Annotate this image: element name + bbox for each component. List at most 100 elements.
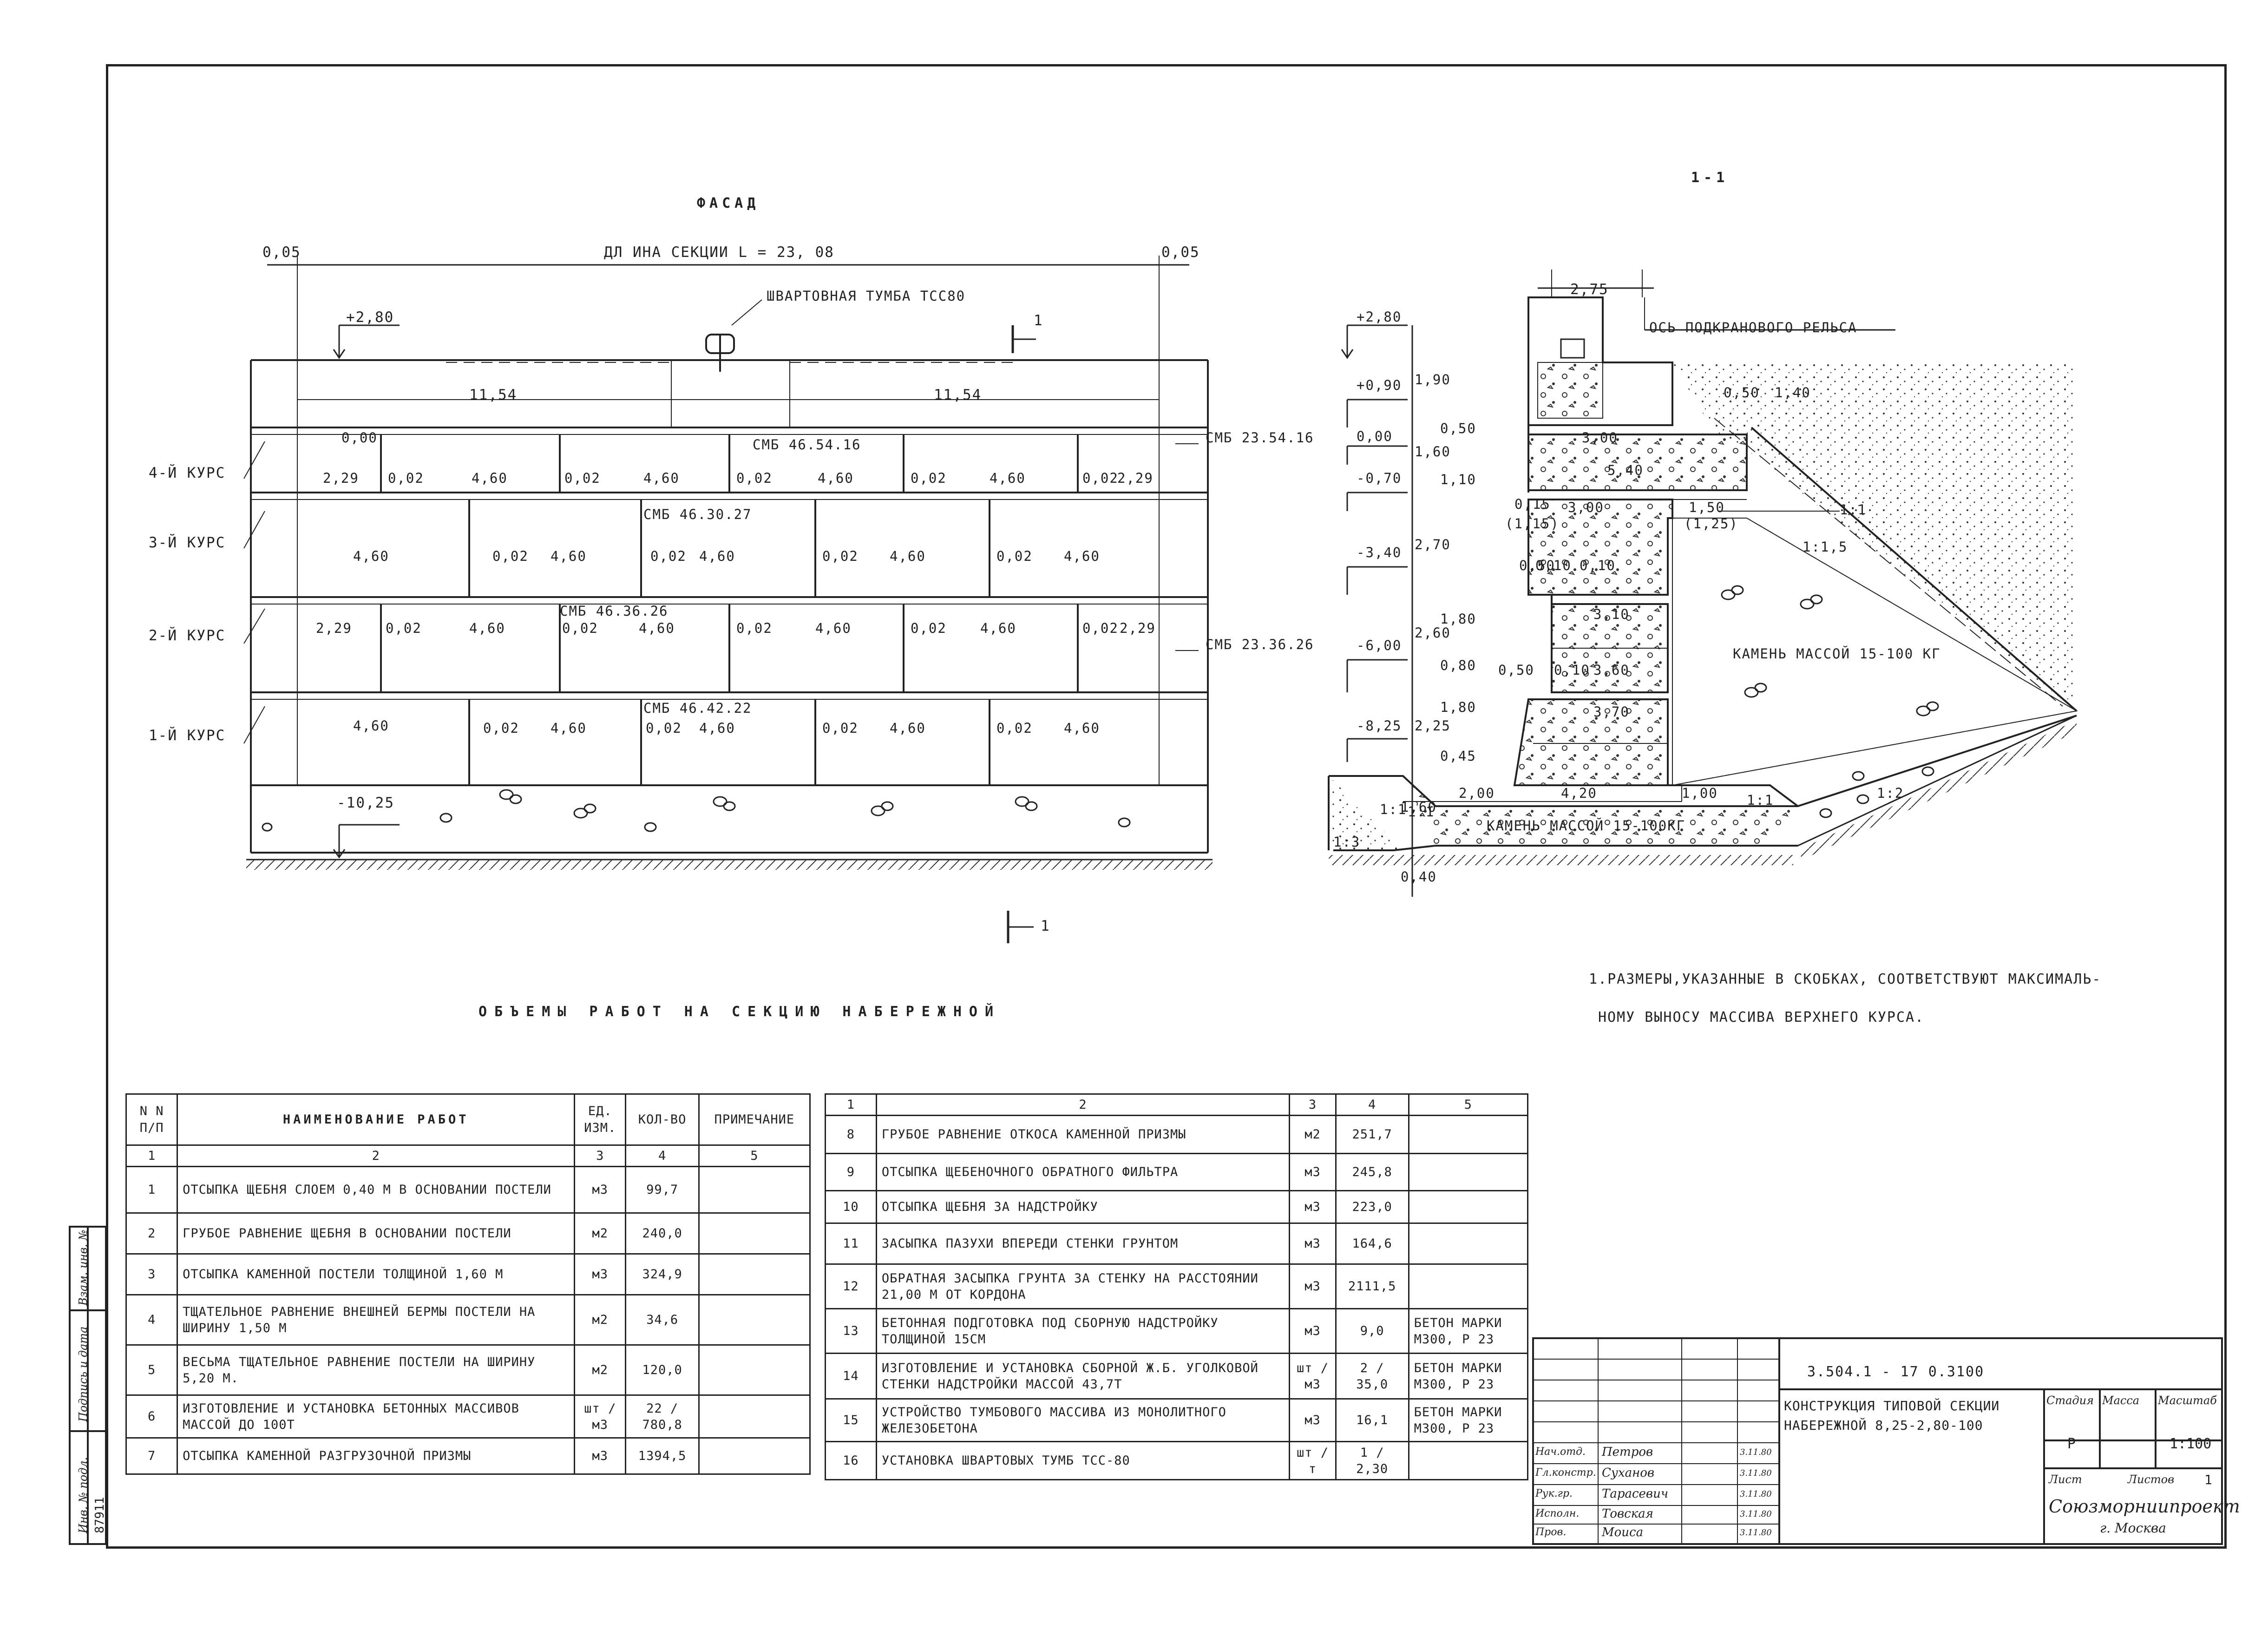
signer-role: Гл.констр. <box>1535 1467 1596 1479</box>
sheets-header: Листов <box>2128 1473 2175 1486</box>
work-qty: 164,6 <box>1335 1222 1409 1265</box>
bollard-label: ШВАРТОВНАЯ ТУМБА ТСС80 <box>767 288 966 304</box>
work-note <box>698 1166 811 1214</box>
work-unit: шт / м3 <box>574 1394 627 1439</box>
col-number: 2 <box>875 1093 1291 1117</box>
section-vdim: 2,25 <box>1415 718 1451 734</box>
row-number: 15 <box>825 1398 877 1443</box>
row2-dim: 0,02 <box>386 620 422 636</box>
table-row: 15 УСТРОЙСТВО ТУМБОВОГО МАССИВА ИЗ МОНОЛ… <box>825 1398 1529 1443</box>
top-segment-2: 11,54 <box>934 387 982 403</box>
work-name: ГРУБОЕ РАВНЕНИЕ ЩЕБНЯ В ОСНОВАНИИ ПОСТЕЛ… <box>177 1212 576 1255</box>
table-row: 12 ОБРАТНАЯ ЗАСЫПКА ГРУНТА ЗА СТЕНКУ НА … <box>825 1263 1529 1310</box>
level-top: +2,80 <box>346 309 394 326</box>
work-note: БЕТОН МАРКИ М300, Р 23 <box>1408 1398 1529 1443</box>
section-level: -0,70 <box>1357 470 1402 486</box>
col-number: 1 <box>825 1093 877 1117</box>
margin-left: 0,05 <box>262 244 301 261</box>
section-vdim: 2,60 <box>1415 625 1451 641</box>
work-note <box>1408 1222 1529 1265</box>
side-stamp-exchange: Взам. инв. № <box>77 1229 90 1306</box>
table-row: 6 ИЗГОТОВЛЕНИЕ И УСТАНОВКА БЕТОННЫХ МАСС… <box>125 1394 811 1439</box>
section-block-offset: 0,10 <box>1580 558 1616 573</box>
section-title: 1-1 <box>1691 170 1729 186</box>
work-unit: м3 <box>1289 1398 1337 1443</box>
work-qty: 324,9 <box>625 1253 700 1296</box>
table-row: 3 ОТСЫПКА КАМЕННОЙ ПОСТЕЛИ ТОЛЩИНОЙ 1,60… <box>125 1253 811 1296</box>
section-level: +0,90 <box>1357 377 1402 393</box>
work-qty: 2111,5 <box>1335 1263 1409 1310</box>
work-qty: 2 / 35,0 <box>1335 1353 1409 1400</box>
slope-label: 1:1 <box>1747 792 1774 808</box>
row2-dim: 0,02 <box>911 620 947 636</box>
stage-value: Р <box>2067 1436 2076 1452</box>
column-number-row: 1 2 3 4 5 <box>125 1144 811 1168</box>
col-number: 3 <box>1289 1093 1337 1117</box>
header-cell: N N П/П <box>125 1093 178 1146</box>
col-number: 5 <box>698 1144 811 1168</box>
row4-dim: 0,02 <box>911 470 947 486</box>
table-row: 2 ГРУБОЕ РАВНЕНИЕ ЩЕБНЯ В ОСНОВАНИИ ПОСТ… <box>125 1212 811 1255</box>
work-name: БЕТОННАЯ ПОДГОТОВКА ПОД СБОРНУЮ НАДСТРОЙ… <box>875 1308 1291 1354</box>
work-note: БЕТОН МАРКИ М300, Р 23 <box>1408 1353 1529 1400</box>
slope-label: 1:1 <box>1380 802 1407 817</box>
row2-dim: 4,60 <box>980 620 1016 636</box>
row2-dim: 4,60 <box>815 620 852 636</box>
section-level: -6,00 <box>1357 638 1402 653</box>
work-note <box>1408 1153 1529 1192</box>
row4-dim: 0,02 <box>1082 470 1119 486</box>
sheet-header: Лист <box>2049 1473 2082 1486</box>
section-left-dim: 0,50 <box>1498 662 1534 678</box>
work-unit: шт / м3 <box>1289 1353 1337 1400</box>
signer-date: 3.11.80 <box>1740 1468 1772 1478</box>
table-row: 14 ИЗГОТОВЛЕНИЕ И УСТАНОВКА СБОРНОЙ Ж.Б.… <box>825 1353 1529 1400</box>
work-unit: м3 <box>1289 1153 1337 1192</box>
block-1-label: СМБ 46.42.22 <box>643 700 752 716</box>
work-unit: м3 <box>1289 1308 1337 1354</box>
work-unit: м2 <box>574 1212 627 1255</box>
work-name: УСТАНОВКА ШВАРТОВЫХ ТУМБ ТСС-80 <box>875 1441 1291 1481</box>
note-line-2: НОМУ ВЫНОСУ МАССИВА ВЕРХНЕГО КУРСА. <box>1598 1009 1925 1025</box>
work-name: ВЕСЬМА ТЩАТЕЛЬНОЕ РАВНЕНИЕ ПОСТЕЛИ НА ШИ… <box>177 1344 576 1396</box>
row3-dim: 0,02 <box>650 548 687 564</box>
col-number: 1 <box>125 1144 178 1168</box>
col-number: 5 <box>1408 1093 1529 1117</box>
work-note <box>698 1294 811 1346</box>
section-bottom-dim: 2,00 <box>1459 785 1495 801</box>
work-qty: 34,6 <box>625 1294 700 1346</box>
section-top-width: 2,75 <box>1570 281 1609 298</box>
row-number: 9 <box>825 1153 877 1192</box>
signer-name: Тарасевич <box>1602 1487 1668 1501</box>
row3-dim: 4,60 <box>699 548 735 564</box>
header-cell: ПРИМЕЧАНИЕ <box>698 1093 811 1146</box>
signer-name: Суханов <box>1602 1466 1655 1480</box>
work-note <box>698 1253 811 1296</box>
drawing-title: КОНСТРУКЦИЯ ТИПОВОЙ СЕКЦИИ НАБЕРЕЖНОЙ 8,… <box>1784 1398 2000 1433</box>
block-side-lower: СМБ 23.36.26 <box>1206 637 1314 652</box>
signer-date: 3.11.80 <box>1740 1489 1772 1499</box>
works-table-right: 1 2 3 4 5 8 ГРУБОЕ РАВНЕНИЕ ОТКОСА КАМЕН… <box>825 1093 1529 1481</box>
col-number: 4 <box>625 1144 700 1168</box>
work-name: ОТСЫПКА ЩЕБНЯ ЗА НАДСТРОЙКУ <box>875 1190 1291 1224</box>
course-4-label: 4-Й КУРС <box>149 465 226 481</box>
section-bottom-dim: 4,20 <box>1561 785 1597 801</box>
work-name: ОТСЫПКА КАМЕННОЙ ПОСТЕЛИ ТОЛЩИНОЙ 1,60 М <box>177 1253 576 1296</box>
row-number: 6 <box>125 1394 178 1439</box>
section-block-width: 3,10 <box>1593 606 1630 622</box>
section-length-label: ДЛ ИНА СЕКЦИИ L = 23, 08 <box>604 244 834 261</box>
work-name: ОТСЫПКА КАМЕННОЙ РАЗГРУЗОЧНОЙ ПРИЗМЫ <box>177 1437 576 1475</box>
header-cell: НАИМЕНОВАНИЕ РАБОТ <box>177 1093 576 1146</box>
stage-header: Стадия <box>2046 1394 2094 1407</box>
row4-dim: 2,29 <box>323 470 359 486</box>
work-note <box>1408 1263 1529 1310</box>
section-level: 0,00 <box>1357 428 1393 444</box>
city: г. Москва <box>2100 1520 2166 1536</box>
row1-dim: 4,60 <box>890 720 926 736</box>
work-qty: 240,0 <box>625 1212 700 1255</box>
signer-name: Петров <box>1602 1445 1653 1459</box>
work-qty: 22 / 780,8 <box>625 1394 700 1439</box>
work-note <box>698 1212 811 1255</box>
signer-role: Рук.гр. <box>1535 1488 1573 1499</box>
block-2-label: СМБ 46.36.26 <box>560 603 669 619</box>
note-line-1: 1.РАЗМЕРЫ,УКАЗАННЫЕ В СКОБКАХ, СООТВЕТСТ… <box>1589 971 2102 987</box>
